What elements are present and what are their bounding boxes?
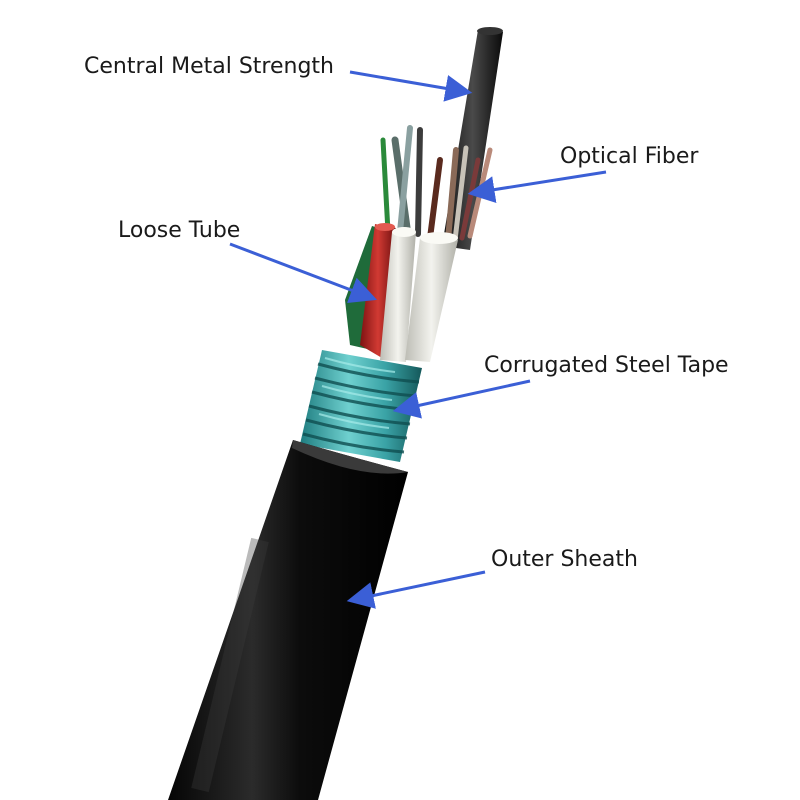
label-loose-tube: Loose Tube [118, 218, 241, 243]
label-corrugated-steel-tape: Corrugated Steel Tape [484, 353, 729, 378]
arrow-outer-sheath [346, 570, 486, 609]
label-central-metal-strength: Central Metal Strength [84, 54, 334, 79]
central-metal-strength-member [442, 27, 503, 250]
label-optical-fiber: Optical Fiber [560, 144, 699, 169]
loose-tubes [345, 223, 458, 362]
label-outer-sheath: Outer Sheath [491, 547, 638, 572]
arrow-optical-fiber [467, 170, 607, 203]
corrugated-steel-tape [300, 350, 422, 462]
pointer-arrows [229, 70, 607, 609]
arrow-corrugated-steel-tape [392, 379, 531, 419]
arrow-loose-tube [229, 242, 378, 303]
outer-sheath [168, 440, 408, 800]
arrow-central-metal-strength [349, 70, 473, 102]
